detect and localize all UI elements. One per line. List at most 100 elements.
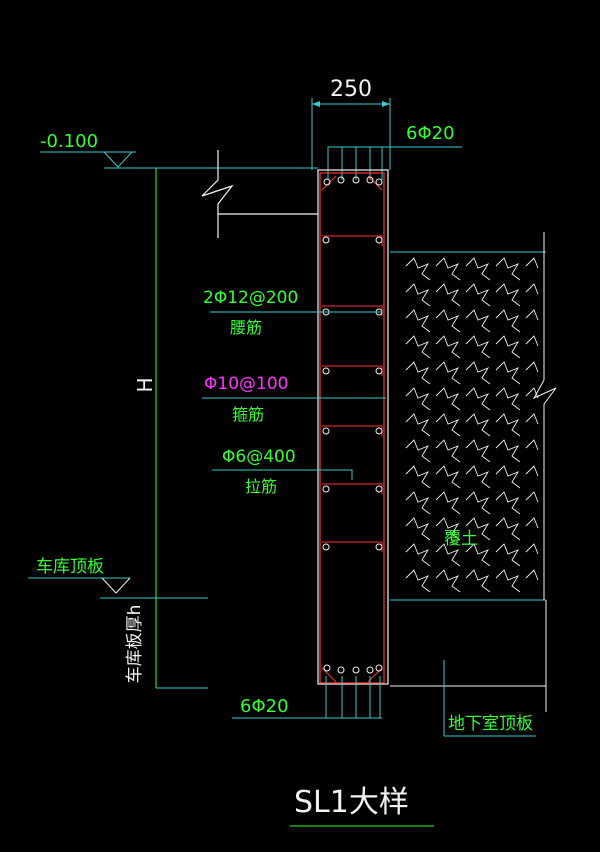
garage-slab-thickness-label: 车库板厚h (125, 605, 145, 684)
soil-hatch-mark (525, 361, 539, 373)
soil-hatch-mark (525, 413, 539, 425)
soil-hatch-mark (525, 335, 539, 347)
soil-hatch-mark (465, 335, 491, 359)
stirrups-spec: Φ10@100 (204, 374, 288, 394)
bottom-bars-label: 6Φ20 (240, 696, 289, 717)
soil-hatch-mark (465, 439, 491, 463)
soil-hatch-mark (525, 543, 539, 555)
soil-hatch-mark (465, 569, 491, 593)
soil-hatch-mark (495, 465, 521, 489)
soil-hatch-mark (495, 569, 521, 593)
soil-hatch-mark (465, 517, 491, 541)
soil-hatch-mark (525, 439, 539, 451)
soil-hatch-mark (405, 413, 431, 437)
soil-hatch-mark (435, 257, 461, 281)
tie-bars-spec: Φ6@400 (222, 447, 296, 467)
soil-hatch-mark (525, 309, 539, 321)
soil-hatch-mark (525, 387, 539, 399)
basement-roof-label: 地下室顶板 (448, 714, 533, 734)
drawing-title-block: SL1大样 (290, 785, 434, 827)
soil-hatch (405, 257, 539, 593)
soil-hatch-mark (495, 283, 521, 307)
soil-hatch-mark (465, 387, 491, 411)
soil-hatch-mark (495, 309, 521, 333)
elevation-marker-top: -0.100 (40, 131, 318, 169)
soil-hatch-mark (435, 413, 461, 437)
width-dimension: 250 (311, 77, 391, 170)
soil-hatch-mark (405, 439, 431, 463)
beam-section (317, 169, 389, 685)
soil-hatch-mark (495, 439, 521, 463)
soil-hatch-mark (465, 309, 491, 333)
soil-hatch-mark (495, 517, 521, 541)
soil-hatch-mark (405, 491, 431, 515)
soil-hatch-mark (435, 517, 461, 541)
soil-hatch-mark (405, 361, 431, 385)
soil-hatch-mark (495, 413, 521, 437)
soil-hatch-mark (525, 569, 539, 581)
soil-hatch-mark (435, 335, 461, 359)
soil-hatch-mark (525, 491, 539, 503)
top-bars-label: 6Φ20 (406, 123, 455, 144)
soil-hatch-mark (435, 491, 461, 515)
width-dimension-label: 250 (330, 77, 372, 102)
soil-hatch-mark (405, 569, 431, 593)
stirrups (321, 175, 383, 683)
rebar-dots (322, 176, 383, 674)
soil-hatch-mark (465, 543, 491, 567)
slab-break-line (201, 150, 318, 238)
soil-hatch-mark (495, 543, 521, 567)
stirrups-name: 箍筋 (232, 405, 264, 424)
soil-hatch-mark (495, 361, 521, 385)
garage-roof-label: 车库顶板 (36, 557, 104, 577)
soil-hatch-mark (435, 361, 461, 385)
top-bars-callout: 6Φ20 (327, 123, 462, 180)
soil-hatch-mark (405, 465, 431, 489)
tie-bars-callout: Φ6@400 拉筋 (212, 447, 353, 496)
backfill-soil: 覆土 (390, 232, 557, 601)
stirrups-callout: Φ10@100 箍筋 (202, 374, 386, 424)
soil-hatch-mark (435, 543, 461, 567)
soil-hatch-mark (405, 387, 431, 411)
height-dimension: H (133, 168, 157, 600)
soil-hatch-mark (405, 517, 431, 541)
soil-hatch-mark (435, 309, 461, 333)
soil-hatch-mark (435, 465, 461, 489)
soil-hatch-mark (405, 543, 431, 567)
soil-hatch-mark (465, 257, 491, 281)
soil-hatch-mark (465, 361, 491, 385)
soil-hatch-mark (495, 387, 521, 411)
bottom-bars-callout: 6Φ20 (232, 676, 382, 719)
soil-hatch-mark (465, 465, 491, 489)
soil-hatch-mark (525, 465, 539, 477)
soil-hatch-mark (435, 439, 461, 463)
soil-hatch-mark (495, 335, 521, 359)
soil-hatch-mark (405, 257, 431, 281)
soil-hatch-mark (525, 257, 539, 269)
garage-slab-thickness: 车库板厚h (125, 598, 208, 689)
tie-bars-name: 拉筋 (245, 477, 277, 496)
soil-hatch-mark (525, 517, 539, 529)
soil-hatch-mark (405, 309, 431, 333)
soil-hatch-mark (495, 491, 521, 515)
waist-bars-name: 腰筋 (230, 318, 262, 337)
basement-roof: 地下室顶板 (390, 600, 547, 737)
soil-hatch-mark (405, 283, 431, 307)
waist-bars-callout: 2Φ12@200 腰筋 (203, 288, 382, 337)
drawing-title: SL1大样 (294, 785, 409, 820)
soil-hatch-mark (465, 413, 491, 437)
soil-hatch-mark (435, 387, 461, 411)
height-label: H (133, 377, 157, 392)
soil-label: 覆土 (444, 529, 478, 549)
soil-hatch-mark (435, 283, 461, 307)
elevation-marker-garage-roof: 车库顶板 (28, 557, 208, 599)
soil-hatch-mark (465, 283, 491, 307)
soil-hatch-mark (405, 335, 431, 359)
soil-hatch-mark (435, 569, 461, 593)
soil-hatch-mark (495, 257, 521, 281)
waist-bars-spec: 2Φ12@200 (203, 288, 298, 308)
soil-hatch-mark (465, 491, 491, 515)
elevation-top-label: -0.100 (40, 131, 98, 152)
